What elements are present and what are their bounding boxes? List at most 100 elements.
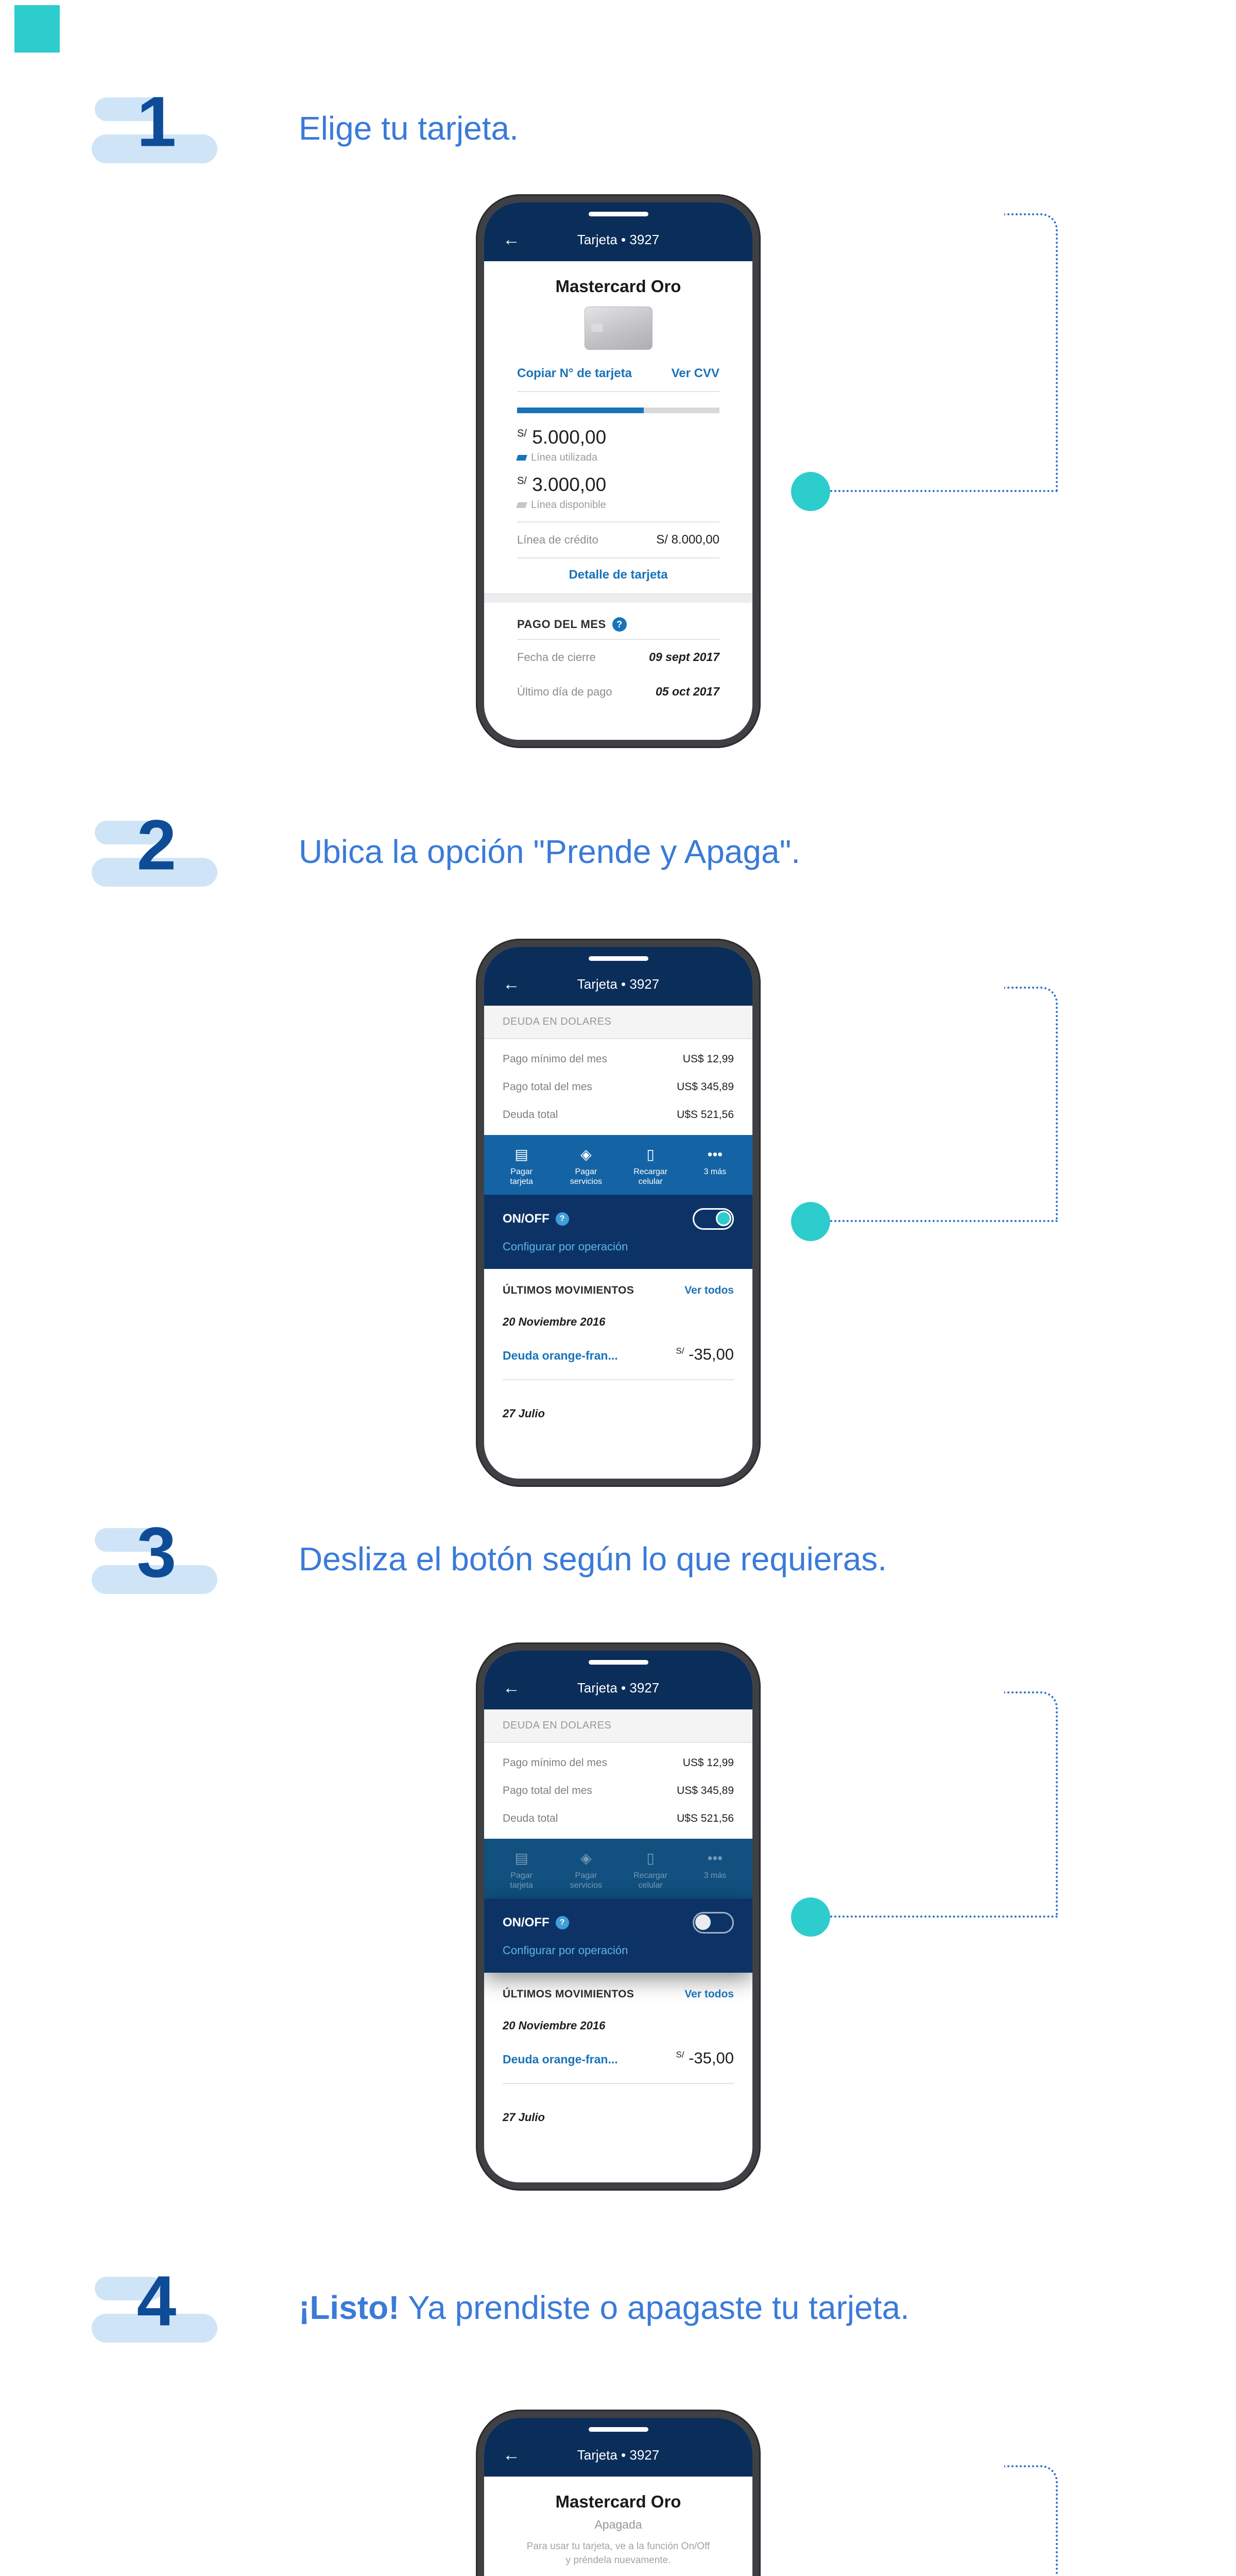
last-pay-date-value: 05 oct 2017 xyxy=(655,685,719,698)
app-header-title: Tarjeta • 3927 xyxy=(577,976,660,992)
movements-title: ÚLTIMOS MOVIMIENTOS xyxy=(503,1284,634,1297)
movement-row[interactable]: Deuda orange-fran... S/ -35,00 xyxy=(503,2049,734,2067)
movements-header: ÚLTIMOS MOVIMIENTOS Ver todos xyxy=(503,1284,734,1297)
credit-line-value: S/ 8.000,00 xyxy=(656,533,719,547)
step-title: ¡Listo! Ya prendiste o apagaste tu tarje… xyxy=(299,2289,909,2327)
connector-line xyxy=(1004,213,1058,492)
pay-services-action[interactable]: ◈ Pagar servicios xyxy=(554,1849,618,1890)
card-icon: ▤ xyxy=(514,1146,528,1162)
action-label: Pagar servicios xyxy=(570,1167,602,1187)
back-icon[interactable]: ← xyxy=(503,1678,520,1698)
debt-value: US$ 345,89 xyxy=(677,1081,734,1093)
card-status: Apagada xyxy=(594,2518,642,2531)
see-all-link[interactable]: Ver todos xyxy=(684,1988,734,2001)
phone-icon: ▯ xyxy=(646,1850,655,1866)
recharge-phone-action[interactable]: ▯Recargar celular xyxy=(619,1145,683,1187)
pointer-dot xyxy=(791,1202,830,1241)
onoff-label: ON/OFF xyxy=(503,1916,550,1930)
month-payment-section: PAGO DEL MES ? xyxy=(517,603,719,639)
movement-item: Deuda orange-fran... xyxy=(503,2053,618,2066)
cloud-shape xyxy=(95,821,163,844)
info-icon[interactable]: ? xyxy=(555,1916,569,1930)
section-title: PAGO DEL MES xyxy=(517,618,606,631)
divider xyxy=(503,1379,734,1381)
pointer-dot xyxy=(791,1897,830,1937)
phone-step-2: ← Tarjeta • 3927 DEUDA EN DOLARES Pago m… xyxy=(476,939,761,1487)
see-all-link[interactable]: Ver todos xyxy=(684,1284,734,1297)
view-cvv-link[interactable]: Ver CVV xyxy=(671,366,719,380)
copy-card-number-link[interactable]: Copiar N° de tarjeta xyxy=(517,366,632,380)
connector-line xyxy=(830,1916,1058,1918)
step-title-lead: ¡Listo! xyxy=(299,2289,400,2326)
app-header-title: Tarjeta • 3927 xyxy=(577,2447,660,2463)
back-icon[interactable]: ← xyxy=(503,974,520,994)
movement-item: Deuda orange-fran... xyxy=(503,1349,618,1363)
card-detail-link[interactable]: Detalle de tarjeta xyxy=(569,568,668,582)
more-actions[interactable]: •••3 más xyxy=(683,1145,747,1187)
pay-card-action[interactable]: ▤Pagar tarjeta xyxy=(489,1145,554,1187)
available-amount: S/ 3.000,00 xyxy=(517,474,719,496)
info-icon[interactable]: ? xyxy=(612,617,627,632)
step-title-text: Elige tu tarjeta. xyxy=(299,110,519,147)
divider xyxy=(517,639,719,640)
pay-card-action[interactable]: ▤Pagar tarjeta xyxy=(489,1849,554,1890)
tag-icon: ◈ xyxy=(580,1850,592,1866)
debt-value: U$S 521,56 xyxy=(677,1812,734,1824)
card-name: Mastercard Oro xyxy=(555,277,681,296)
recharge-phone-action[interactable]: ▯Recargar celular xyxy=(619,1849,683,1890)
closing-date-value: 09 sept 2017 xyxy=(649,650,719,664)
currency-symbol: S/ xyxy=(676,1346,684,1357)
section-separator xyxy=(484,594,752,603)
app-header: ← Tarjeta • 3927 xyxy=(484,947,752,1006)
onoff-toggle[interactable] xyxy=(693,1912,734,1934)
back-icon[interactable]: ← xyxy=(503,2445,520,2465)
toggle-knob xyxy=(695,1914,711,1930)
used-label-text: Línea utilizada xyxy=(531,452,597,463)
action-label: Recargar celular xyxy=(633,1167,668,1187)
cloud-shape xyxy=(95,97,163,121)
movements-date: 20 Noviembre 2016 xyxy=(503,2019,606,2032)
card-detail-link-wrap: Detalle de tarjeta xyxy=(517,558,719,594)
cloud-shape xyxy=(92,2314,217,2343)
available-amount-value: 3.000,00 xyxy=(532,474,607,495)
onoff-row: ON/OFF ? xyxy=(503,1208,734,1230)
closing-date-label: Fecha de cierre xyxy=(517,651,596,664)
movement-row[interactable]: Deuda orange-fran... S/ -35,00 xyxy=(503,1345,734,1364)
info-icon[interactable]: ? xyxy=(555,1212,569,1226)
movements-section: ÚLTIMOS MOVIMIENTOS Ver todos 20 Noviemb… xyxy=(484,1973,752,2182)
available-amount-label: Línea disponible xyxy=(516,499,719,511)
phone-step-4: ← Tarjeta • 3927 Mastercard Oro Apagada … xyxy=(476,2410,761,2576)
currency-symbol: S/ xyxy=(676,2050,684,2060)
action-label: Pagar tarjeta xyxy=(510,1871,533,1890)
step-title-text: Desliza el botón según lo que requieras. xyxy=(299,1540,887,1578)
more-icon: ••• xyxy=(707,1146,723,1162)
card-name: Mastercard Oro xyxy=(555,2492,681,2511)
cloud-shape xyxy=(92,858,217,887)
configure-by-operation-link[interactable]: Configurar por operación xyxy=(503,1944,628,1957)
last-pay-date-row: Último día de pago 05 oct 2017 xyxy=(517,674,719,709)
app-header: ← Tarjeta • 3927 xyxy=(484,1651,752,1709)
step-title: Ubica la opción "Prende y Apaga". xyxy=(299,833,800,871)
onoff-toggle[interactable] xyxy=(693,1208,734,1230)
app-header: ← Tarjeta • 3927 xyxy=(484,202,752,261)
debt-section-title: DEUDA EN DOLARES xyxy=(484,1709,752,1743)
movement-amount-value: -35,00 xyxy=(689,1345,734,1364)
movements-header: ÚLTIMOS MOVIMIENTOS Ver todos xyxy=(503,1988,734,2001)
header-row: ← Tarjeta • 3927 xyxy=(484,961,752,999)
header-row: ← Tarjeta • 3927 xyxy=(484,2432,752,2470)
step-title: Desliza el botón según lo que requieras. xyxy=(299,1540,887,1578)
configure-by-operation-link[interactable]: Configurar por operación xyxy=(503,1240,628,1253)
back-icon[interactable]: ← xyxy=(503,230,520,249)
more-actions[interactable]: •••3 más xyxy=(683,1849,747,1890)
step-1: 1 Elige tu tarjeta. xyxy=(92,82,519,172)
used-amount: S/ 5.000,00 xyxy=(517,427,719,448)
step-3: 3 Desliza el botón según lo que requiera… xyxy=(92,1513,887,1603)
divider xyxy=(517,391,719,392)
action-label: Pagar servicios xyxy=(570,1871,602,1890)
pay-services-action[interactable]: ◈Pagar servicios xyxy=(554,1145,618,1187)
